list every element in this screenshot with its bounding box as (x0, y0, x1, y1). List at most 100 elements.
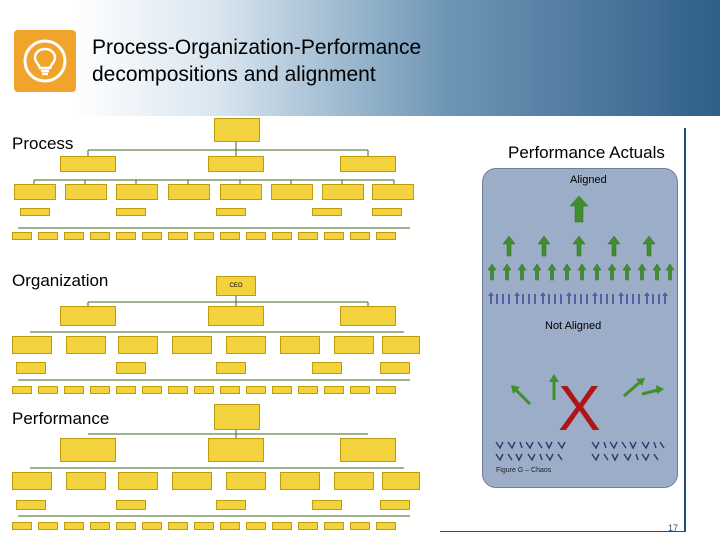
staff-box (324, 386, 344, 394)
metric-box (298, 522, 318, 530)
staff-box (12, 386, 32, 394)
director-box (280, 336, 320, 354)
aligned-label: Aligned (570, 174, 607, 186)
process-box (216, 208, 246, 216)
organization-label: Organization (10, 271, 111, 291)
process-step-box (142, 232, 162, 240)
ceo-label: CEO (229, 283, 243, 289)
manager-box (116, 362, 146, 374)
director-box (226, 336, 266, 354)
metric-box (64, 522, 84, 530)
process-business-area-box (208, 156, 264, 172)
figure-caption: Figure G – Chaos (496, 467, 552, 474)
aligned-arrow-icon (502, 235, 516, 257)
staff-box (220, 386, 240, 394)
director-box (66, 336, 106, 354)
decomposition-connectors (18, 142, 410, 517)
aligned-arrow-row (487, 263, 675, 281)
staff-box (168, 386, 188, 394)
process-group-box (116, 184, 158, 200)
performance-actuals-label: Performance Actuals (508, 143, 665, 162)
metric-box (272, 522, 292, 530)
slide-title: Process-Organization-Performance decompo… (92, 34, 421, 88)
vp-box (340, 306, 396, 326)
metric-box (116, 522, 136, 530)
process-box (20, 208, 50, 216)
process-step-box (90, 232, 110, 240)
scorecard-box (312, 500, 342, 510)
frame-border-right (684, 128, 686, 532)
metric-box (350, 522, 370, 530)
staff-box (376, 386, 396, 394)
process-group-box (14, 184, 56, 200)
process-group-box (65, 184, 107, 200)
staff-box (194, 386, 214, 394)
metric-box (246, 522, 266, 530)
process-business-area-box (60, 156, 116, 172)
decomposition-charts: CEO (8, 118, 420, 538)
not-aligned-label: Not Aligned (545, 320, 602, 332)
tactical-reports-box (340, 438, 396, 462)
process-step-box (246, 232, 266, 240)
metric-box (90, 522, 110, 530)
aligned-arrow-icon (569, 195, 589, 223)
vp-box (60, 306, 116, 326)
manager-box (16, 362, 46, 374)
aligned-arrow-icon (537, 235, 551, 257)
director-box (172, 336, 212, 354)
process-group-box (322, 184, 364, 200)
metric-box (168, 522, 188, 530)
process-step-box (168, 232, 188, 240)
metric-box (220, 522, 240, 530)
process-step-box (272, 232, 292, 240)
process-step-box (376, 232, 396, 240)
metric-box (324, 522, 344, 530)
scorecard-box (216, 500, 246, 510)
operational-reports-box (118, 472, 158, 490)
process-step-box (350, 232, 370, 240)
staff-box (64, 386, 84, 394)
metric-box (38, 522, 58, 530)
staff-box (116, 386, 136, 394)
manager-box (312, 362, 342, 374)
process-step-box (324, 232, 344, 240)
staff-box (142, 386, 162, 394)
misaligned-arrows (514, 380, 659, 406)
process-step-box (38, 232, 58, 240)
lightbulb-icon (14, 30, 76, 92)
process-root-box (214, 118, 260, 142)
tactical-reports-box (60, 438, 116, 462)
metric-box (12, 522, 32, 530)
page-number: 17 (668, 523, 679, 533)
chaos-marks (495, 441, 665, 462)
small-arrow-row (488, 292, 668, 304)
process-step-box (12, 232, 32, 240)
staff-box (298, 386, 318, 394)
ceo-box: CEO (216, 276, 256, 296)
process-step-box (220, 232, 240, 240)
performance-label: Performance (10, 409, 112, 429)
process-box (116, 208, 146, 216)
process-box (312, 208, 342, 216)
operational-reports-box (172, 472, 212, 490)
director-box (118, 336, 158, 354)
process-step-box (298, 232, 318, 240)
title-line-2: decompositions and alignment (92, 63, 376, 86)
process-step-box (64, 232, 84, 240)
aligned-arrow-icon (572, 235, 586, 257)
staff-box (90, 386, 110, 394)
vp-box (208, 306, 264, 326)
operational-reports-box (280, 472, 320, 490)
metric-box (376, 522, 396, 530)
process-step-box (116, 232, 136, 240)
manager-box (380, 362, 410, 374)
director-box (382, 336, 420, 354)
alignment-arrows (487, 195, 675, 462)
metric-box (142, 522, 162, 530)
process-group-box (168, 184, 210, 200)
aligned-arrow-icon (642, 235, 656, 257)
process-group-box (372, 184, 414, 200)
director-box (12, 336, 52, 354)
staff-box (246, 386, 266, 394)
aligned-arrow-icon (607, 235, 621, 257)
